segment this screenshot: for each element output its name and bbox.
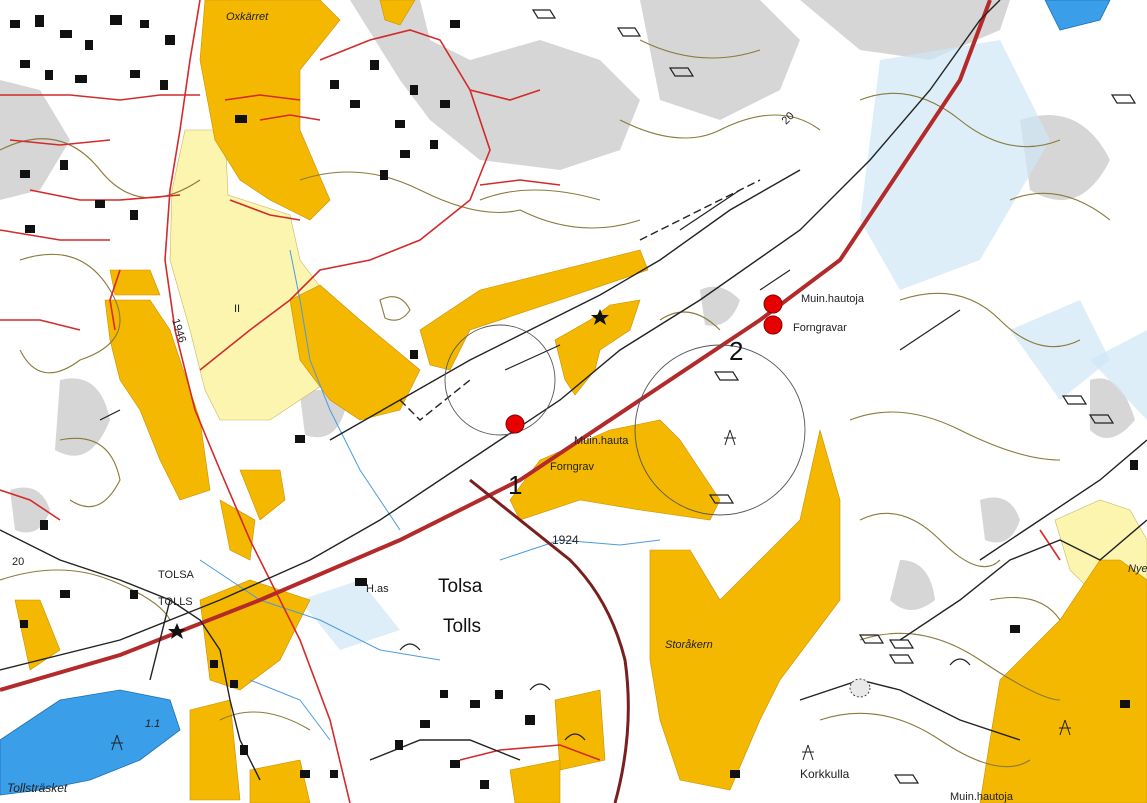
label-nye: Nye xyxy=(1128,563,1147,575)
site-marker-2a[interactable] xyxy=(763,294,783,314)
minor-roads xyxy=(0,0,1061,803)
label-storakern: Storåkern xyxy=(665,639,713,651)
label-tollstrasket: Tollsträsket xyxy=(7,781,68,795)
site-marker-1[interactable] xyxy=(505,414,525,434)
railway-lines xyxy=(0,0,1147,781)
site-markers[interactable] xyxy=(505,294,783,434)
label-tolsa: Tolsa xyxy=(438,576,483,597)
label-muin-hauta: Muin.hauta xyxy=(574,435,629,447)
gravel-pit xyxy=(849,678,871,698)
marsh-areas xyxy=(300,40,1147,650)
label-muin-hautoja-bottom: Muin.hautoja xyxy=(950,791,1014,803)
label-oxkarret: Oxkärret xyxy=(226,11,269,23)
field-areas xyxy=(14,0,1147,803)
contour-lines xyxy=(0,39,1111,768)
terrain-symbols xyxy=(399,9,1137,784)
label-forngrav: Forngrav xyxy=(550,461,595,473)
label-forngravar: Forngravar xyxy=(793,322,847,334)
label-site-1: 1 xyxy=(508,470,522,500)
star-icon xyxy=(168,623,186,639)
label-meadow-mark: II xyxy=(234,303,240,315)
label-tolsa-upper: TOLSA xyxy=(158,569,195,581)
brown-road xyxy=(469,478,630,803)
embankment-ticks xyxy=(99,189,961,421)
power-masts xyxy=(111,429,1071,761)
label-site-2: 2 xyxy=(729,336,743,366)
survey-points xyxy=(168,309,609,639)
label-elev-20-b: 20 xyxy=(12,556,24,568)
map-labels: Oxkärret Muin.hautoja Forngravar Muin.ha… xyxy=(7,11,1147,803)
label-has: H.as xyxy=(366,583,389,595)
label-korkkulla: Korkkulla xyxy=(800,767,850,781)
label-tolls-upper: TOLLS xyxy=(158,596,193,608)
site-buffer-circles xyxy=(444,324,806,516)
label-tolls: Tolls xyxy=(443,616,481,637)
label-elev-1-1: 1.1 xyxy=(145,718,160,730)
label-muin-hautoja: Muin.hautoja xyxy=(801,293,865,305)
water-areas xyxy=(0,0,1111,796)
star-icon xyxy=(591,309,609,325)
site-marker-2b[interactable] xyxy=(763,315,783,335)
label-year-1924: 1924 xyxy=(552,533,579,547)
buildings xyxy=(10,15,1138,789)
